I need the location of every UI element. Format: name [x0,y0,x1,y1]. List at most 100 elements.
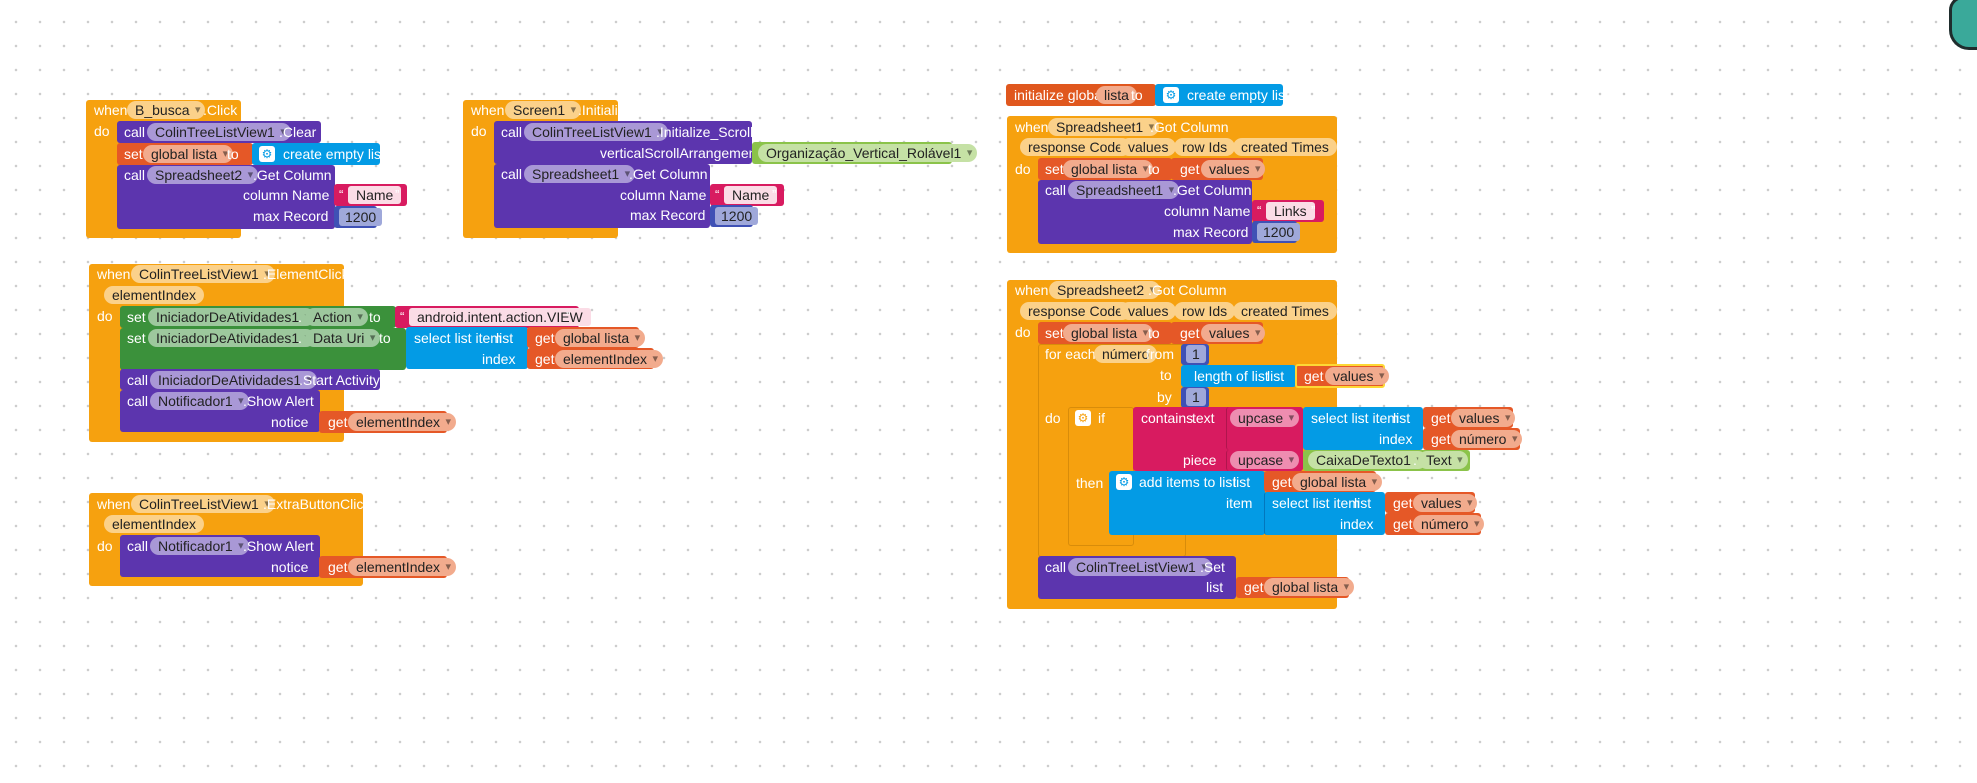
variable-dropdown[interactable]: elementIndex [348,413,457,431]
component-dropdown[interactable]: Notificador1 [150,392,249,410]
length-of-list-label: length of list [1194,368,1269,384]
select-list-item-block[interactable] [1303,407,1423,450]
method-name: .Get Column [629,166,708,182]
event-param[interactable]: elementIndex [104,515,205,533]
number-value[interactable]: 1200 [715,207,759,225]
param-label: column Name [243,187,330,203]
create-empty-list-block[interactable] [252,143,380,165]
quote-icon: ” [1311,203,1316,218]
variable-dropdown[interactable]: número [1413,515,1485,533]
component-dropdown[interactable]: Notificador1 [150,537,249,555]
component-dropdown[interactable]: Spreadsheet1 [1068,181,1180,199]
do-keyword: do [94,123,110,139]
event-param[interactable]: values [1120,302,1177,320]
get-keyword: get [1304,368,1324,384]
variable-dropdown[interactable]: values [1201,160,1266,178]
component-dropdown[interactable]: Spreadsheet2 [1049,281,1161,299]
variable-dropdown[interactable]: global lista [1063,160,1154,178]
component-dropdown[interactable]: ColinTreeListView1 [131,495,275,513]
event-param[interactable]: row Ids [1174,302,1236,320]
component-dropdown[interactable]: ColinTreeListView1 [1068,558,1212,576]
event-param[interactable]: created Times [1233,302,1337,320]
when-keyword: when [1015,282,1049,298]
component-dropdown[interactable]: ColinTreeListView1 [131,265,275,283]
length-of-list-block[interactable] [1181,365,1296,387]
variable-dropdown[interactable]: elementIndex [555,350,664,368]
component-dropdown[interactable]: ColinTreeListView1 [524,123,668,141]
property-dropdown[interactable]: Action [305,308,368,326]
variable-dropdown[interactable]: número [1451,430,1523,448]
set-keyword: set [1045,161,1064,177]
to-keyword: to [227,146,239,162]
component-dropdown[interactable]: CaixaDeTexto1 [1308,451,1427,469]
number-value[interactable]: 1200 [339,208,383,226]
text-operation-dropdown[interactable]: upcase [1230,409,1300,427]
component-dropdown[interactable]: Screen1 [505,101,582,119]
gear-icon[interactable]: ⚙ [1163,87,1179,103]
component-dropdown[interactable]: IniciadorDeAtividades1 [148,329,316,347]
variable-dropdown[interactable]: global lista [143,145,234,163]
get-keyword: get [1393,516,1413,532]
to-keyword: to [379,330,391,346]
event-param[interactable]: created Times [1233,138,1337,156]
quote-icon: “ [1257,203,1262,218]
variable-dropdown[interactable]: global lista [1063,324,1154,342]
variable-dropdown[interactable]: global lista [1264,578,1355,596]
string-value[interactable]: Links [1266,202,1315,220]
call-keyword: call [1045,182,1067,198]
contains-label: contains [1141,410,1194,426]
gear-icon[interactable]: ⚙ [1116,474,1132,490]
variable-dropdown[interactable]: values [1201,324,1266,342]
text-operation-dropdown[interactable]: upcase [1230,451,1300,469]
event-param[interactable]: row Ids [1174,138,1236,156]
component-dropdown[interactable]: B_busca [127,101,206,119]
component-dropdown[interactable]: Spreadsheet1 [524,165,636,183]
variable-dropdown[interactable]: global lista [555,329,646,347]
event-name: .Got Column [1148,282,1227,298]
variable-dropdown[interactable]: elementIndex [348,558,457,576]
component-dropdown[interactable]: IniciadorDeAtividades1 [148,308,316,326]
number-value[interactable]: 1200 [1257,223,1301,241]
event-param[interactable]: response Code [1020,138,1131,156]
text-label: text [1192,410,1215,426]
dot-separator: . [298,309,302,325]
component-dropdown[interactable]: Organização_Vertical_Rolável1 [758,144,978,162]
quote-icon: ” [772,187,777,202]
variable-dropdown[interactable]: global lista [1292,473,1383,491]
event-param[interactable]: values [1120,138,1177,156]
event-param[interactable]: elementIndex [104,286,205,304]
from-keyword: from [1146,346,1174,362]
add-items-label: add items to list [1139,474,1237,490]
create-empty-list-block[interactable] [1155,84,1283,106]
select-list-item-label: select list item [1272,495,1360,511]
loop-variable-field[interactable]: número [1094,345,1158,363]
gear-icon[interactable]: ⚙ [1075,410,1091,426]
call-keyword: call [1045,559,1067,575]
add-items-to-list-block[interactable] [1109,471,1265,535]
when-keyword: when [97,496,131,512]
variable-dropdown[interactable]: values [1413,494,1478,512]
select-list-item-label: select list item [414,330,502,346]
property-dropdown[interactable]: Text [1418,451,1468,469]
string-value[interactable]: Name [348,186,402,204]
component-dropdown[interactable]: IniciadorDeAtividades1 [150,371,318,389]
list-label: list [1233,474,1251,490]
string-value[interactable]: Name [724,186,778,204]
component-dropdown[interactable]: ColinTreeListView1 [147,123,291,141]
global-name-field[interactable]: lista [1096,86,1137,104]
number-value[interactable]: 1 [1186,345,1206,363]
number-value[interactable]: 1 [1186,388,1206,406]
component-dropdown[interactable]: Spreadsheet1 [1048,118,1160,136]
index-label: index [1379,431,1413,447]
select-list-item-block[interactable] [1264,492,1385,535]
gear-icon[interactable]: ⚙ [259,146,275,162]
variable-dropdown[interactable]: values [1451,409,1516,427]
select-list-item-block[interactable] [406,327,528,369]
variable-dropdown[interactable]: values [1325,367,1390,385]
string-value[interactable]: android.intent.action.VIEW [409,308,591,326]
component-dropdown[interactable]: Spreadsheet2 [147,166,259,184]
property-dropdown[interactable]: Data Uri [305,329,381,347]
event-param[interactable]: response Code [1020,302,1131,320]
create-empty-list-label: create empty list [283,146,385,162]
param-label: notice [271,414,309,430]
